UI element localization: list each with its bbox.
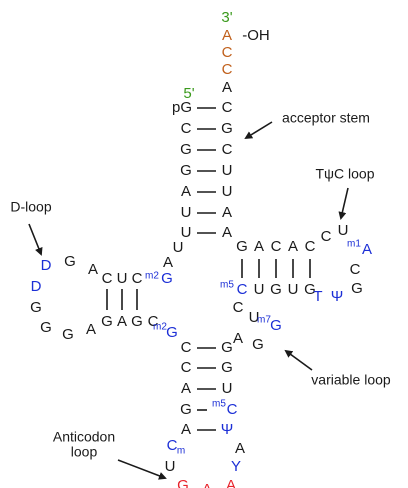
tpsic-stem-bottom-base-3: U <box>288 281 299 298</box>
tpsic-loop-base-c1: C <box>321 228 332 245</box>
acceptor-right-base-2: G <box>221 120 233 137</box>
acceptor-left-base-6: U <box>181 204 192 221</box>
d-stem-top-m2g-sup: m2 <box>145 271 159 282</box>
anticodon-left-base-5: A <box>181 421 191 438</box>
tail-base-a-discriminator: A <box>222 79 232 96</box>
d-loop-base-g2: G <box>30 299 42 316</box>
variable-base-u: U <box>249 309 260 326</box>
anticodon-right-m5c-sup: m5 <box>212 399 226 410</box>
tpsic-stem-bottom-base-1: U <box>254 281 265 298</box>
acceptor-right-base-1: C <box>222 99 233 116</box>
anticodon-right-base-1: G <box>221 339 233 356</box>
connector-base-a: A <box>163 254 173 271</box>
tpsic-loop-base-psi: Ψ <box>331 288 344 305</box>
variable-base-a: A <box>233 330 243 347</box>
anticodon-right-base-psi: Ψ <box>221 421 234 438</box>
acceptor-right-base-3: C <box>222 141 233 158</box>
acceptor-left-base-5: A <box>181 183 191 200</box>
tpsic-stem-top-base-2: A <box>254 238 264 255</box>
anticodon-loop-cm-base: C <box>167 437 178 454</box>
tpsic-stem-top-base-4: A <box>288 238 298 255</box>
five-prime-label: 5' <box>183 85 194 102</box>
tpsic-loop-base-g: G <box>351 280 363 297</box>
anticodon-left-base-1: C <box>181 339 192 356</box>
anticodon-loop-cm-sub: m <box>177 446 185 457</box>
variable-base-g: G <box>252 336 264 353</box>
arrow-d-loop <box>28 223 43 256</box>
tpsic-stem-top-base-5: C <box>305 238 316 255</box>
anticodon-loop-base-y: Y <box>231 458 241 475</box>
d-stem-bottom-base-4: C <box>148 313 159 330</box>
acceptor-right-base-7: A <box>222 224 232 241</box>
tpsic-stem-top-base-3: C <box>271 238 282 255</box>
d-stem-top-base-1: C <box>102 270 113 287</box>
d-stem-top-base-3: C <box>132 270 143 287</box>
tpsic-stem-m5c-sup: m5 <box>220 280 234 291</box>
tpsic-stem-top-base-1: G <box>236 238 248 255</box>
label-anticodon-loop-line1: Anticodon <box>53 429 115 445</box>
anticodon-left-base-4: G <box>180 401 192 418</box>
d-stem-bottom-m2g-base: G <box>166 324 178 341</box>
d-stem-bottom-m2g-sup: m2 <box>153 322 167 333</box>
d-loop-base-a: A <box>88 261 98 278</box>
variable-m7g-base: G <box>270 317 282 334</box>
tpsic-stem-m5c-base: C <box>237 281 248 298</box>
arrow-acceptor-stem <box>244 121 273 140</box>
tpsic-loop-m1a-sup: m1 <box>347 239 361 250</box>
label-anticodon-loop-line2: loop <box>71 444 98 460</box>
acceptor-left-base-4: G <box>180 162 192 179</box>
anticodon-left-base-3: A <box>181 380 191 397</box>
acceptor-left-base-3: G <box>180 141 192 158</box>
d-loop-base-g1: G <box>64 253 76 270</box>
arrow-tpsic-loop <box>338 187 349 220</box>
anticodon-right-base-3: U <box>222 380 233 397</box>
d-loop-base-d1: D <box>41 257 52 274</box>
anticodon-base-3: A <box>226 477 236 488</box>
anticodon-loop-base-u: U <box>165 458 176 475</box>
d-stem-bottom-base-3: G <box>131 313 143 330</box>
variable-base-c: C <box>233 299 244 316</box>
label-acceptor-stem: acceptor stem <box>282 110 370 126</box>
tpsic-stem-bottom-base-2: G <box>270 281 282 298</box>
arrow-anticodon-loop <box>117 459 167 480</box>
acceptor-left-base-1: pG <box>172 99 192 116</box>
tail-base-c1: C <box>222 44 233 61</box>
acceptor-right-base-6: A <box>222 204 232 221</box>
d-loop-base-g4: G <box>62 326 74 343</box>
d-loop-base-a2: A <box>86 321 96 338</box>
acceptor-left-base-7: U <box>181 224 192 241</box>
label-variable-loop: variable loop <box>311 372 391 388</box>
anticodon-loop-base-a: A <box>235 440 245 457</box>
anticodon-base-1: G <box>177 477 189 488</box>
d-stem-top-m2g-base: G <box>161 270 173 287</box>
tpsic-loop-m1a-base: A <box>362 241 372 258</box>
anticodon-left-base-2: C <box>181 359 192 376</box>
anticodon-right-base-2: G <box>221 359 233 376</box>
d-stem-bottom-base-1: G <box>101 313 113 330</box>
d-loop-base-d2: D <box>31 278 42 295</box>
oh-label: -OH <box>242 27 270 44</box>
connector-base-u: U <box>173 239 184 256</box>
tail-base-a: A <box>222 27 232 44</box>
three-prime-label: 3' <box>221 9 232 26</box>
tail-base-c2: C <box>222 61 233 78</box>
label-tpsic-loop: TψC loop <box>315 166 374 182</box>
anticodon-base-2: A <box>202 481 212 488</box>
tpsic-loop-base-u: U <box>338 222 349 239</box>
arrow-variable-loop <box>284 349 313 371</box>
acceptor-left-base-2: C <box>181 120 192 137</box>
d-stem-top-base-2: U <box>117 270 128 287</box>
anticodon-right-m5c-base: C <box>227 401 238 418</box>
acceptor-right-base-5: U <box>222 183 233 200</box>
variable-m7g-sup: m7 <box>257 315 271 326</box>
d-stem-bottom-base-2: A <box>117 313 127 330</box>
d-loop-base-g3: G <box>40 319 52 336</box>
tpsic-loop-base-t: T <box>313 288 322 305</box>
label-d-loop: D-loop <box>10 199 51 215</box>
tpsic-stem-bottom-base-4: G <box>304 281 316 298</box>
tpsic-loop-base-c2: C <box>350 261 361 278</box>
acceptor-right-base-4: U <box>222 162 233 179</box>
